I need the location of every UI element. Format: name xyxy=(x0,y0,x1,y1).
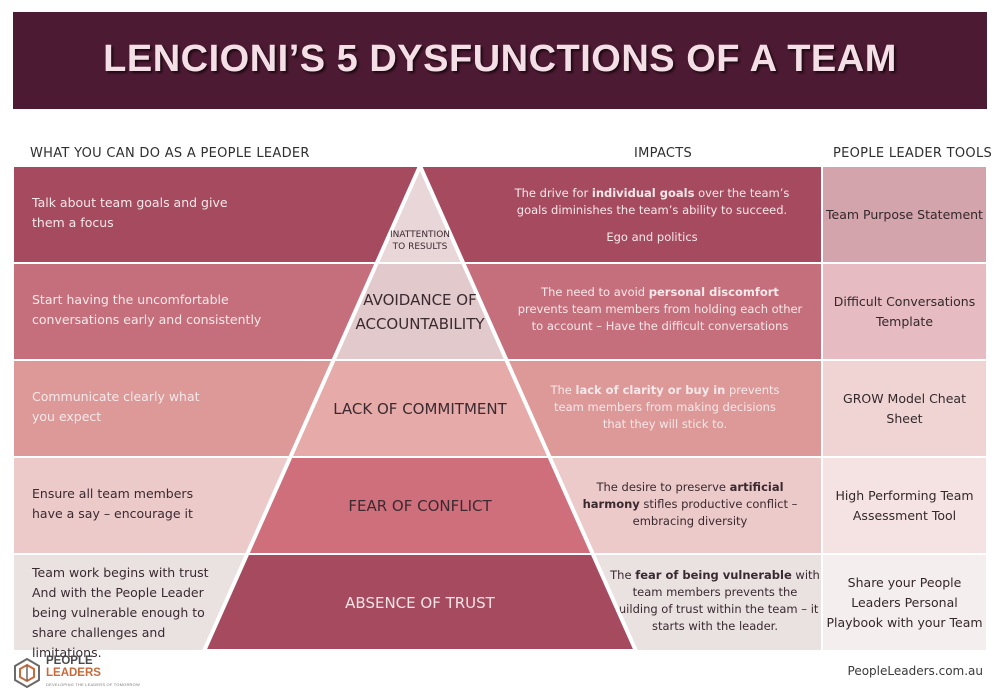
leader-action: Start having the uncomfortable conversat… xyxy=(32,292,262,327)
title-banner: LENCIONI’S 5 DYSFUNCTIONS OF A TEAM xyxy=(13,12,987,109)
leader-tool: GROW Model Cheat Sheet xyxy=(823,361,986,456)
pyramid-tier-label: FEAR OF CONFLICT xyxy=(348,497,492,515)
leader-action: Talk about team goals and give them a fo… xyxy=(32,195,228,230)
pyramid-tier-label: LACK OF COMMITMENT xyxy=(333,400,507,418)
pyramid-tier xyxy=(377,166,463,262)
page-title: LENCIONI’S 5 DYSFUNCTIONS OF A TEAM xyxy=(103,38,897,80)
website-link[interactable]: PeopleLeaders.com.au xyxy=(847,664,983,678)
pyramid-tier xyxy=(204,554,636,650)
column-header-impacts: IMPACTS xyxy=(634,146,693,161)
leader-tool: Share your People Leaders Personal Playb… xyxy=(823,555,986,650)
impact-text: The lack of clarity or buy in prevents t… xyxy=(550,383,780,431)
impact-text: The drive for individual goals over the … xyxy=(514,186,790,244)
hexagon-logo-icon xyxy=(14,658,40,688)
pyramid-tier xyxy=(334,263,506,359)
brand-logo: PEOPLE LEADERS DEVELOPING THE LEADERS OF… xyxy=(14,655,140,689)
logo-text-people: PEOPLE xyxy=(46,655,93,667)
pyramid-tier xyxy=(247,457,593,553)
pyramid-tier xyxy=(290,360,550,456)
pyramid-outline xyxy=(200,161,640,653)
leader-tool: Team Purpose Statement xyxy=(823,167,986,262)
leader-action: Communicate clearly what you expect xyxy=(32,389,200,424)
leader-tool: High Performing Team Assessment Tool xyxy=(823,458,986,553)
logo-text-leaders: LEADERS xyxy=(46,667,101,679)
impact-text: The desire to preserve artificial harmon… xyxy=(582,480,798,528)
impact-text: The fear of being vulnerable with team m… xyxy=(610,568,820,633)
column-header-leader: WHAT YOU CAN DO AS A PEOPLE LEADER xyxy=(30,146,310,161)
impact-text: The need to avoid personal discomfort pr… xyxy=(517,285,803,333)
column-header-tools: PEOPLE LEADER TOOLS xyxy=(833,146,993,161)
logo-tagline: DEVELOPING THE LEADERS OF TOMORROW xyxy=(46,682,140,687)
leader-action: Ensure all team members have a say – enc… xyxy=(32,486,194,521)
leader-tool: Difficult Conversations Template xyxy=(823,264,986,359)
pyramid-tier-label: ABSENCE OF TRUST xyxy=(345,594,495,612)
